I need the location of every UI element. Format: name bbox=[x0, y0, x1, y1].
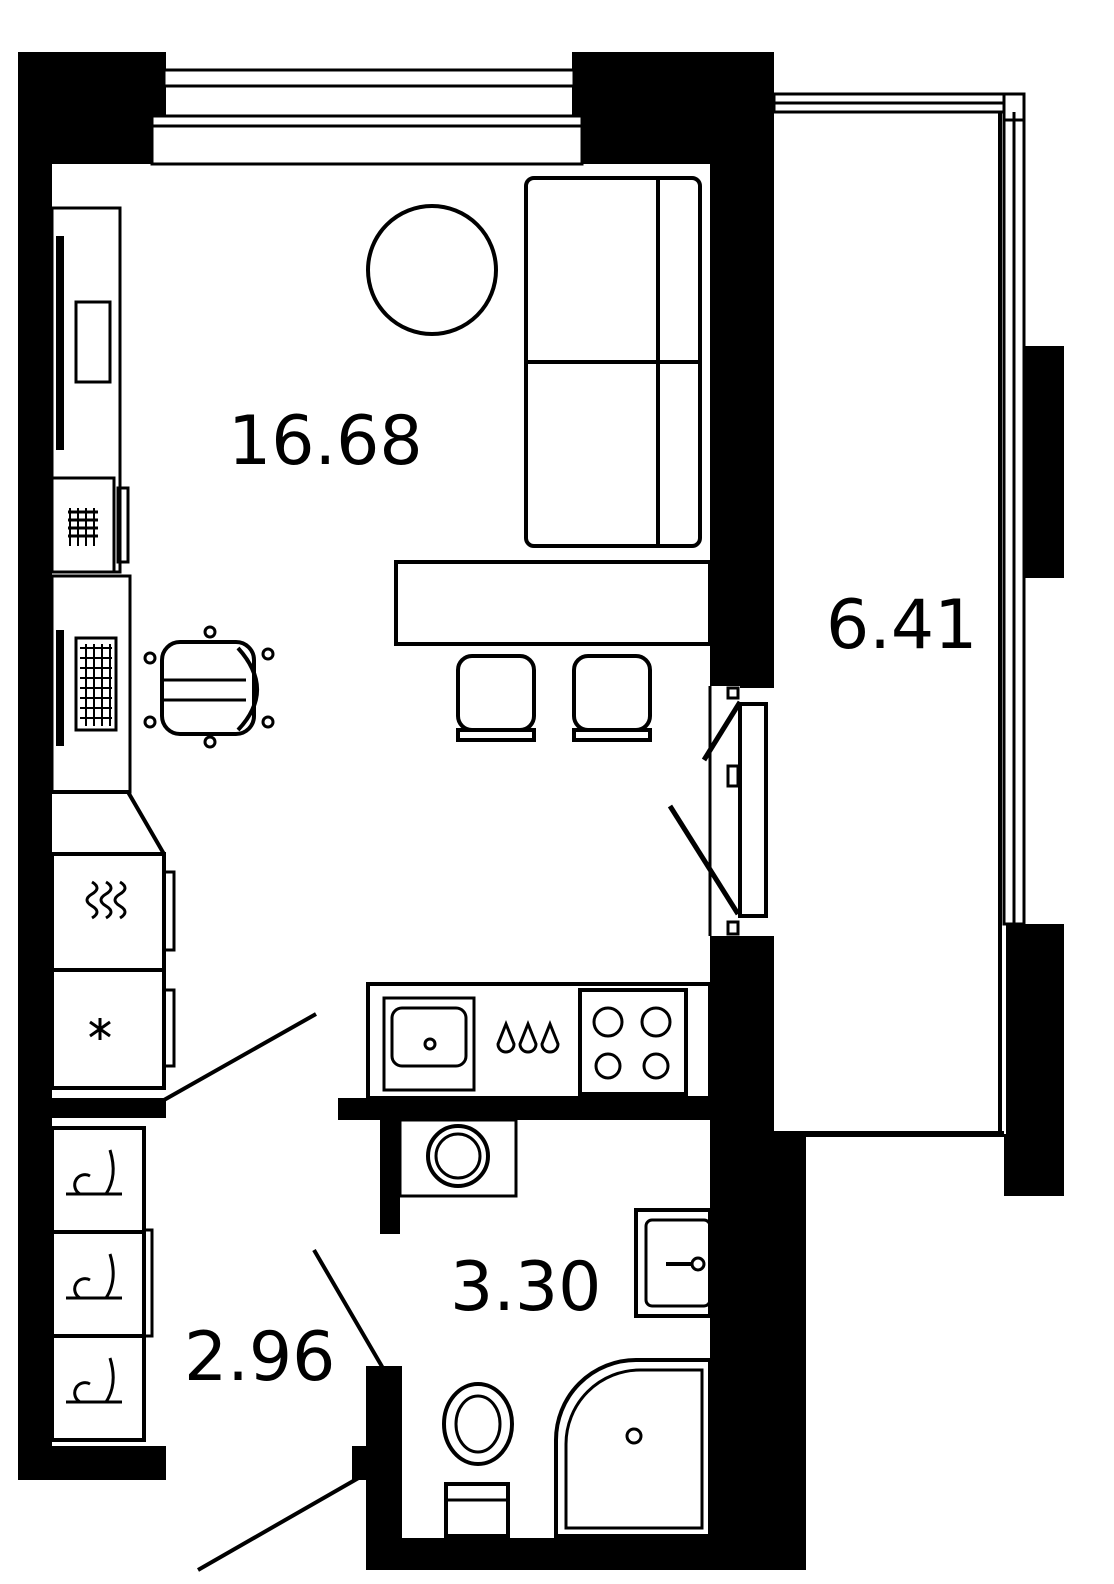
toilet bbox=[442, 1382, 514, 1538]
round-table bbox=[366, 204, 498, 336]
front-door-swing bbox=[197, 1474, 363, 1572]
wardrobe bbox=[50, 206, 122, 574]
top-window bbox=[150, 68, 584, 166]
bar-stool bbox=[572, 654, 652, 742]
fridge bbox=[50, 968, 176, 1090]
bathroom-area-label: 3.30 bbox=[450, 1248, 601, 1327]
kitchen-counter bbox=[366, 982, 712, 1100]
drop-icon bbox=[540, 1019, 560, 1054]
balcony-area-label: 6.41 bbox=[826, 586, 977, 665]
kitchen-corner-counter bbox=[52, 790, 166, 1090]
door-swing bbox=[163, 1012, 317, 1102]
hallway-closet bbox=[50, 1126, 154, 1442]
oven bbox=[50, 852, 176, 972]
bar-stool bbox=[456, 654, 536, 742]
radiator-icon bbox=[50, 476, 130, 574]
balcony-door bbox=[667, 686, 768, 936]
shower bbox=[554, 1358, 712, 1538]
drop-icon bbox=[496, 1019, 516, 1054]
kitchen-sink bbox=[382, 996, 476, 1092]
hallway-area-label: 2.96 bbox=[184, 1318, 335, 1397]
balcony bbox=[772, 92, 1026, 1137]
office-chair bbox=[143, 625, 275, 749]
hanger-icon bbox=[66, 1149, 122, 1196]
cooktop bbox=[578, 988, 688, 1096]
studio-area-label: 16.68 bbox=[228, 402, 423, 481]
hanger-icon bbox=[66, 1357, 122, 1404]
drop-icon bbox=[518, 1019, 538, 1054]
sofa bbox=[524, 176, 702, 548]
bar-counter bbox=[394, 560, 712, 646]
hanger-icon bbox=[66, 1253, 122, 1300]
snowflake-icon bbox=[89, 1018, 111, 1040]
bathroom bbox=[312, 1118, 712, 1538]
walls bbox=[18, 52, 1064, 1570]
washing-machine bbox=[398, 1118, 518, 1198]
desk bbox=[50, 574, 132, 794]
